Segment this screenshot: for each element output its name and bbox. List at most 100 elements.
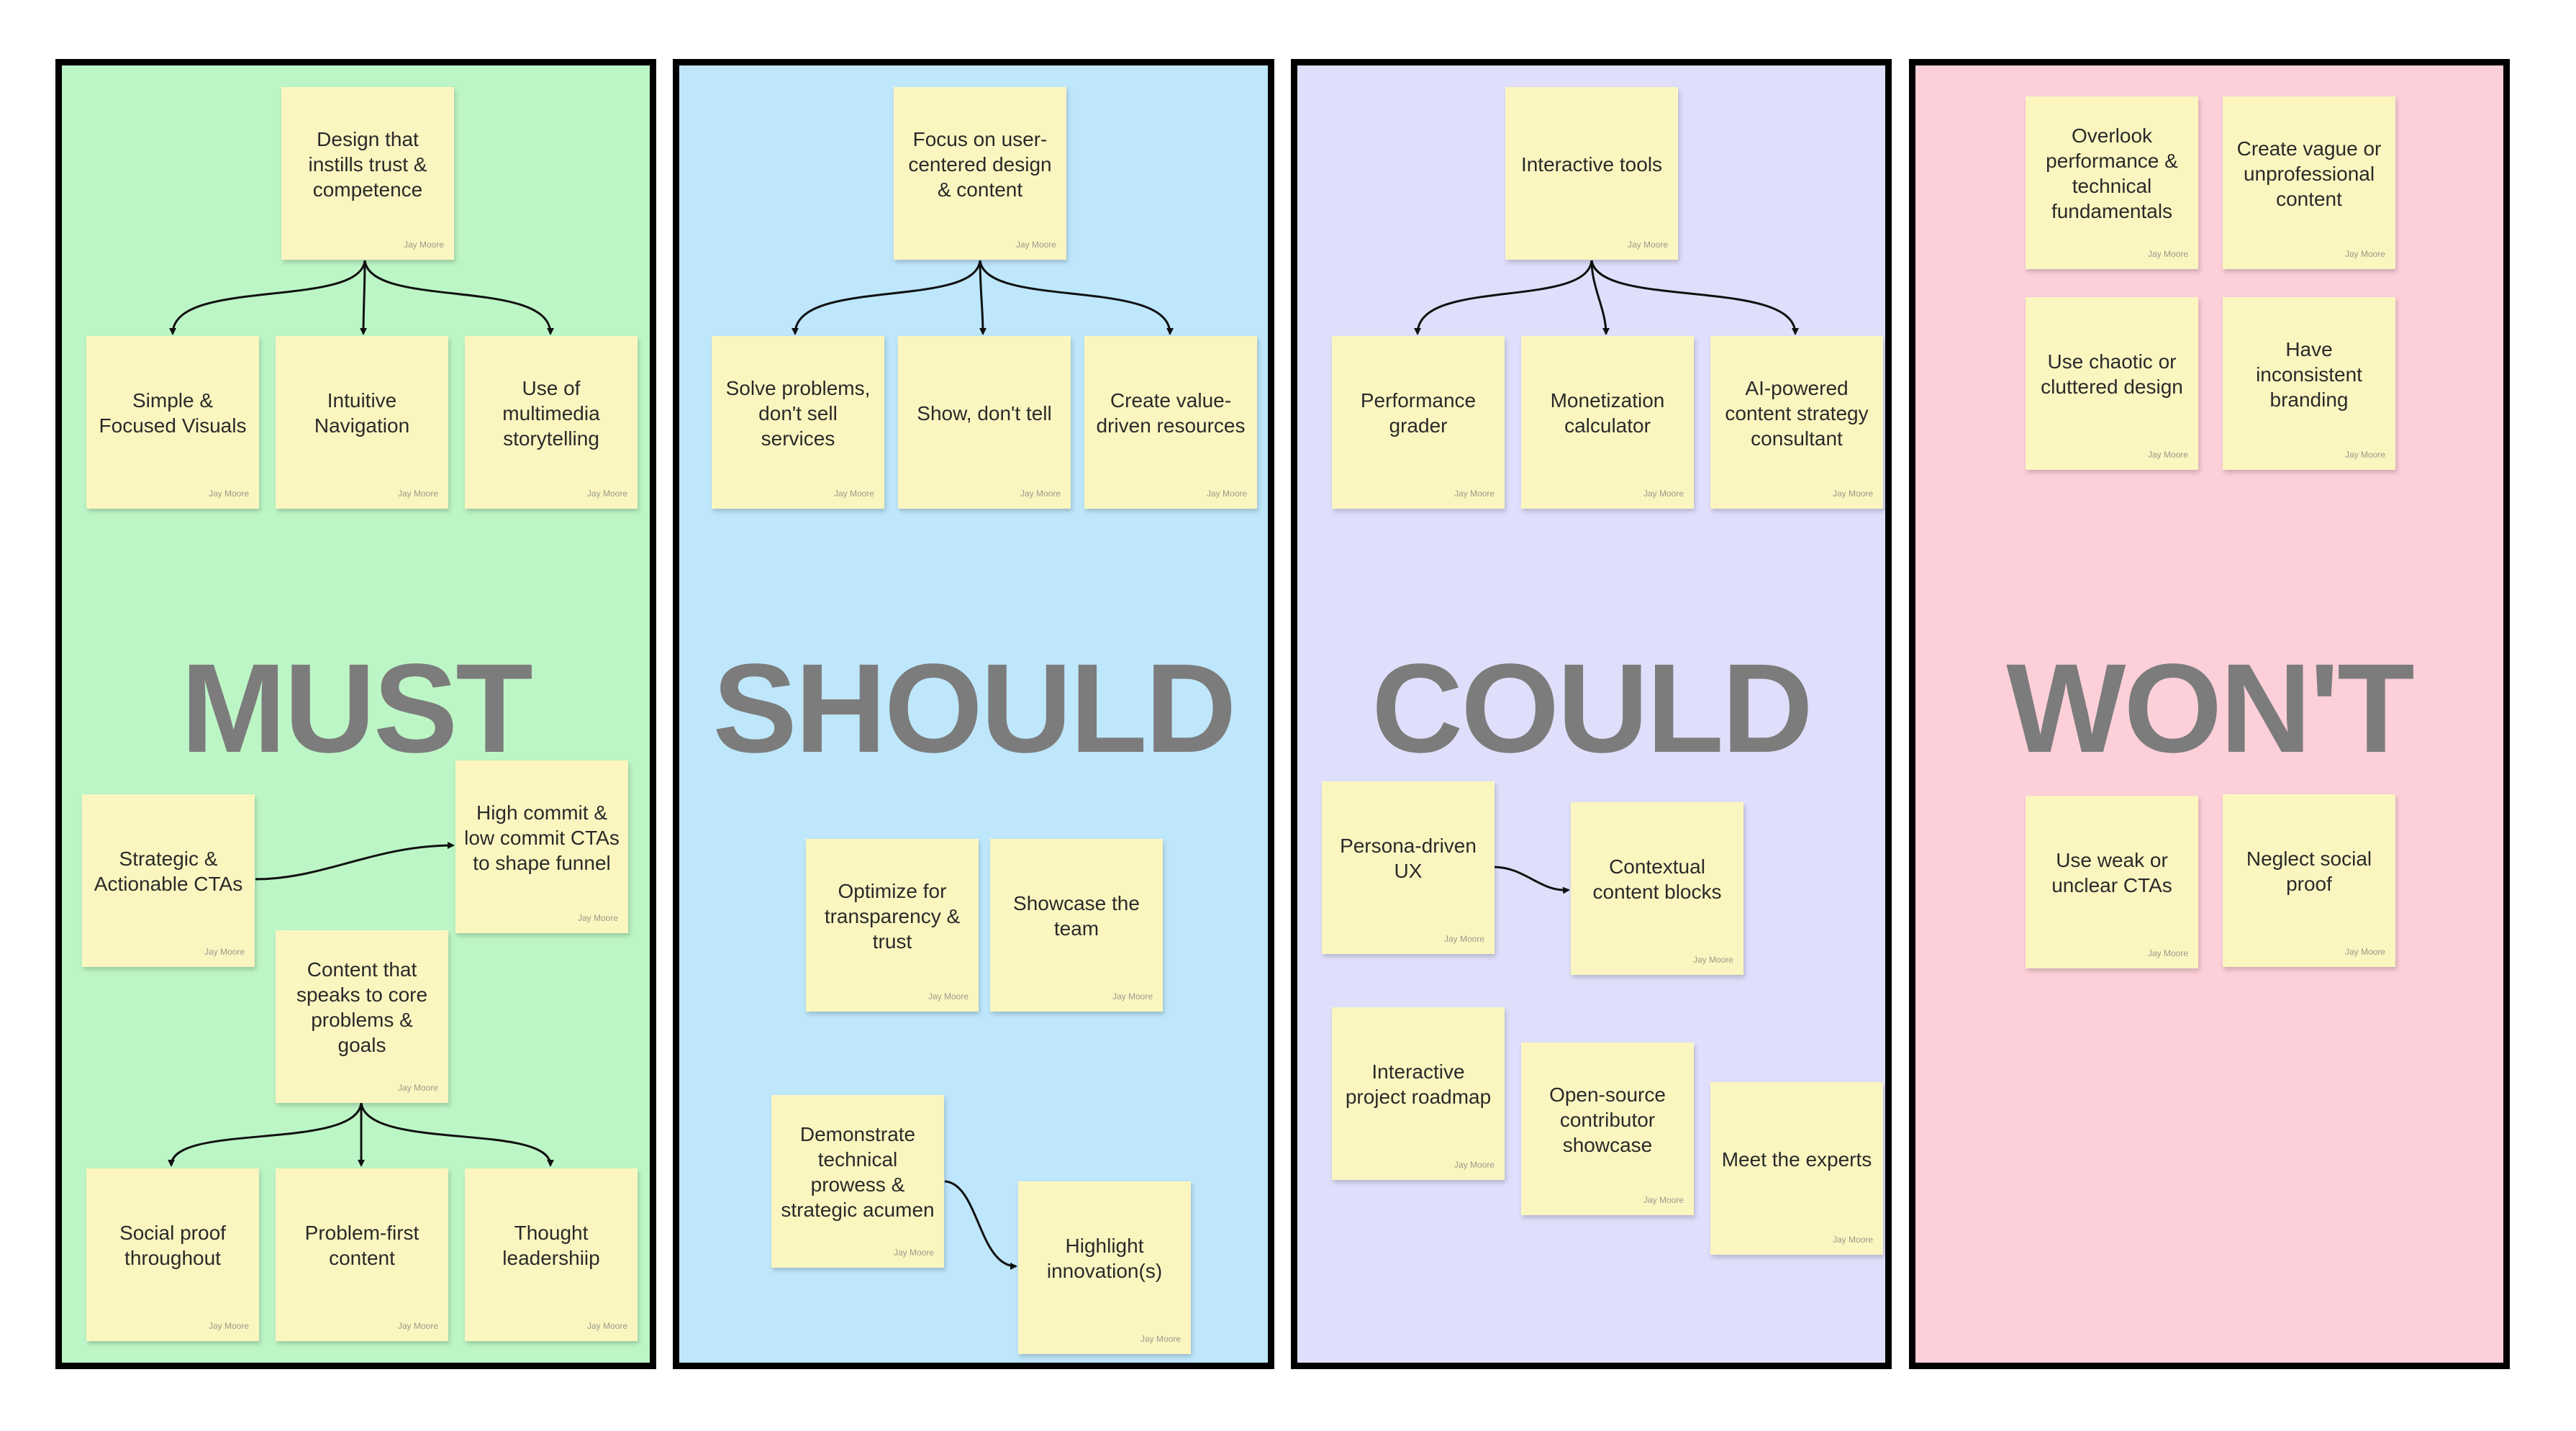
note-text: Create value-driven resources [1096, 389, 1246, 437]
sticky-note[interactable]: Social proof throughout Jay Moore [86, 1168, 259, 1341]
note-text: Focus on user-centered design & content [908, 127, 1052, 201]
sticky-note[interactable]: Content that speaks to core problems & g… [276, 930, 448, 1103]
note-text: Solve problems, don't sell services [725, 376, 871, 450]
sticky-note[interactable]: Showcase the team Jay Moore [990, 839, 1163, 1012]
sticky-note[interactable]: Have inconsistent branding Jay Moore [2223, 297, 2395, 470]
note-author: Jay Moore [833, 489, 874, 499]
note-author: Jay Moore [1692, 955, 1733, 965]
note-text: Persona-driven UX [1340, 835, 1477, 882]
heading-could: COULD [1371, 638, 1813, 779]
note-author: Jay Moore [1643, 489, 1684, 499]
sticky-note[interactable]: Show, don't tell Jay Moore [898, 336, 1071, 509]
note-text: Intuitive Navigation [314, 389, 410, 437]
note-author: Jay Moore [403, 240, 444, 250]
sticky-note[interactable]: Demonstrate technical prowess & strategi… [771, 1095, 944, 1268]
note-author: Jay Moore [208, 1321, 249, 1331]
sticky-note[interactable]: Simple & Focused Visuals Jay Moore [86, 336, 259, 509]
heading-wont: WON'T [2006, 638, 2414, 779]
note-author: Jay Moore [2344, 450, 2385, 460]
sticky-note[interactable]: Monetization calculator Jay Moore [1521, 336, 1694, 509]
sticky-note[interactable]: Design that instills trust & competence … [281, 87, 454, 260]
note-author: Jay Moore [2344, 249, 2385, 259]
note-author: Jay Moore [928, 991, 969, 1001]
note-text: Interactive tools [1520, 153, 1663, 176]
sticky-note[interactable]: Create vague or unprofessional content J… [2223, 96, 2395, 269]
note-text: AI-powered content strategy consultant [1725, 376, 1869, 450]
note-author: Jay Moore [586, 1321, 627, 1331]
note-author: Jay Moore [577, 913, 618, 923]
heading-should: SHOULD [712, 638, 1236, 779]
sticky-note[interactable]: Problem-first content Jay Moore [276, 1168, 448, 1341]
note-text: Use chaotic or cluttered design [2041, 350, 2183, 398]
note-author: Jay Moore [1453, 489, 1495, 499]
sticky-note[interactable]: Create value-driven resources Jay Moore [1084, 336, 1257, 509]
note-author: Jay Moore [1015, 240, 1056, 250]
note-text: Overlook performance & technical fundame… [2046, 124, 2178, 222]
note-text: Highlight innovation(s) [1046, 1235, 1163, 1282]
note-text: Monetization calculator [1550, 389, 1665, 437]
sticky-note[interactable]: Thought leadershiip Jay Moore [465, 1168, 638, 1341]
note-text: Interactive project roadmap [1345, 1060, 1492, 1108]
note-author: Jay Moore [2147, 450, 2188, 460]
note-text: Meet the experts [1721, 1148, 1872, 1171]
sticky-note[interactable]: Open-source contributor showcase Jay Moo… [1521, 1042, 1694, 1215]
sticky-note[interactable]: Use weak or unclear CTAs Jay Moore [2026, 796, 2198, 968]
note-author: Jay Moore [1020, 489, 1061, 499]
sticky-note[interactable]: AI-powered content strategy consultant J… [1710, 336, 1883, 509]
note-text: Demonstrate technical prowess & strategi… [781, 1123, 935, 1221]
note-text: Content that speaks to core problems & g… [296, 958, 428, 1056]
note-author: Jay Moore [397, 1083, 438, 1093]
note-author: Jay Moore [1206, 489, 1247, 499]
note-author: Jay Moore [1112, 991, 1153, 1001]
note-text: Problem-first content [304, 1222, 419, 1269]
sticky-note[interactable]: Intuitive Navigation Jay Moore [276, 336, 448, 509]
heading-must: MUST [181, 638, 533, 779]
note-text: High commit & low commit CTAs to shape f… [464, 801, 620, 874]
sticky-note[interactable]: Contextual content blocks Jay Moore [1571, 802, 1743, 975]
note-author: Jay Moore [1832, 1235, 1873, 1245]
note-author: Jay Moore [1643, 1195, 1684, 1205]
sticky-note[interactable]: Use of multimedia storytelling Jay Moore [465, 336, 638, 509]
note-text: Have inconsistent branding [2256, 337, 2362, 411]
sticky-note[interactable]: Interactive project roadmap Jay Moore [1332, 1007, 1505, 1180]
note-author: Jay Moore [1140, 1334, 1181, 1344]
sticky-note[interactable]: Highlight innovation(s) Jay Moore [1018, 1181, 1191, 1354]
note-text: Show, don't tell [917, 401, 1052, 424]
note-text: Simple & Focused Visuals [99, 389, 247, 437]
sticky-note[interactable]: Optimize for transparency & trust Jay Mo… [806, 839, 979, 1012]
sticky-note[interactable]: High commit & low commit CTAs to shape f… [455, 760, 628, 933]
note-text: Open-source contributor showcase [1549, 1083, 1666, 1156]
note-author: Jay Moore [204, 947, 245, 957]
sticky-note[interactable]: Meet the experts Jay Moore [1710, 1082, 1883, 1255]
sticky-note[interactable]: Interactive tools Jay Moore [1505, 87, 1678, 260]
note-text: Showcase the team [1013, 892, 1140, 940]
note-text: Social proof throughout [119, 1222, 226, 1269]
sticky-note[interactable]: Strategic & Actionable CTAs Jay Moore [82, 794, 255, 967]
note-author: Jay Moore [586, 489, 627, 499]
note-text: Optimize for transparency & trust [824, 879, 961, 953]
note-author: Jay Moore [1453, 1160, 1495, 1170]
sticky-note[interactable]: Performance grader Jay Moore [1332, 336, 1505, 509]
note-text: Create vague or unprofessional content [2236, 137, 2382, 210]
note-text: Performance grader [1360, 389, 1477, 437]
note-author: Jay Moore [397, 1321, 438, 1331]
note-text: Contextual content blocks [1592, 855, 1722, 903]
note-text: Neglect social proof [2246, 848, 2372, 895]
sticky-note[interactable]: Focus on user-centered design & content … [894, 87, 1066, 260]
sticky-note[interactable]: Use chaotic or cluttered design Jay Moor… [2026, 297, 2198, 470]
note-author: Jay Moore [397, 489, 438, 499]
sticky-note[interactable]: Neglect social proof Jay Moore [2223, 794, 2395, 967]
note-author: Jay Moore [1443, 934, 1484, 944]
sticky-note[interactable]: Solve problems, don't sell services Jay … [712, 336, 884, 509]
note-author: Jay Moore [208, 489, 249, 499]
sticky-note[interactable]: Overlook performance & technical fundame… [2026, 96, 2198, 269]
note-author: Jay Moore [2147, 249, 2188, 259]
note-text: Use of multimedia storytelling [502, 376, 600, 450]
note-text: Design that instills trust & competence [308, 127, 427, 201]
column-wont [1909, 59, 2510, 1369]
sticky-note[interactable]: Persona-driven UX Jay Moore [1322, 781, 1495, 954]
note-author: Jay Moore [2344, 947, 2385, 957]
note-text: Thought leadershiip [502, 1222, 600, 1269]
note-author: Jay Moore [1832, 489, 1873, 499]
